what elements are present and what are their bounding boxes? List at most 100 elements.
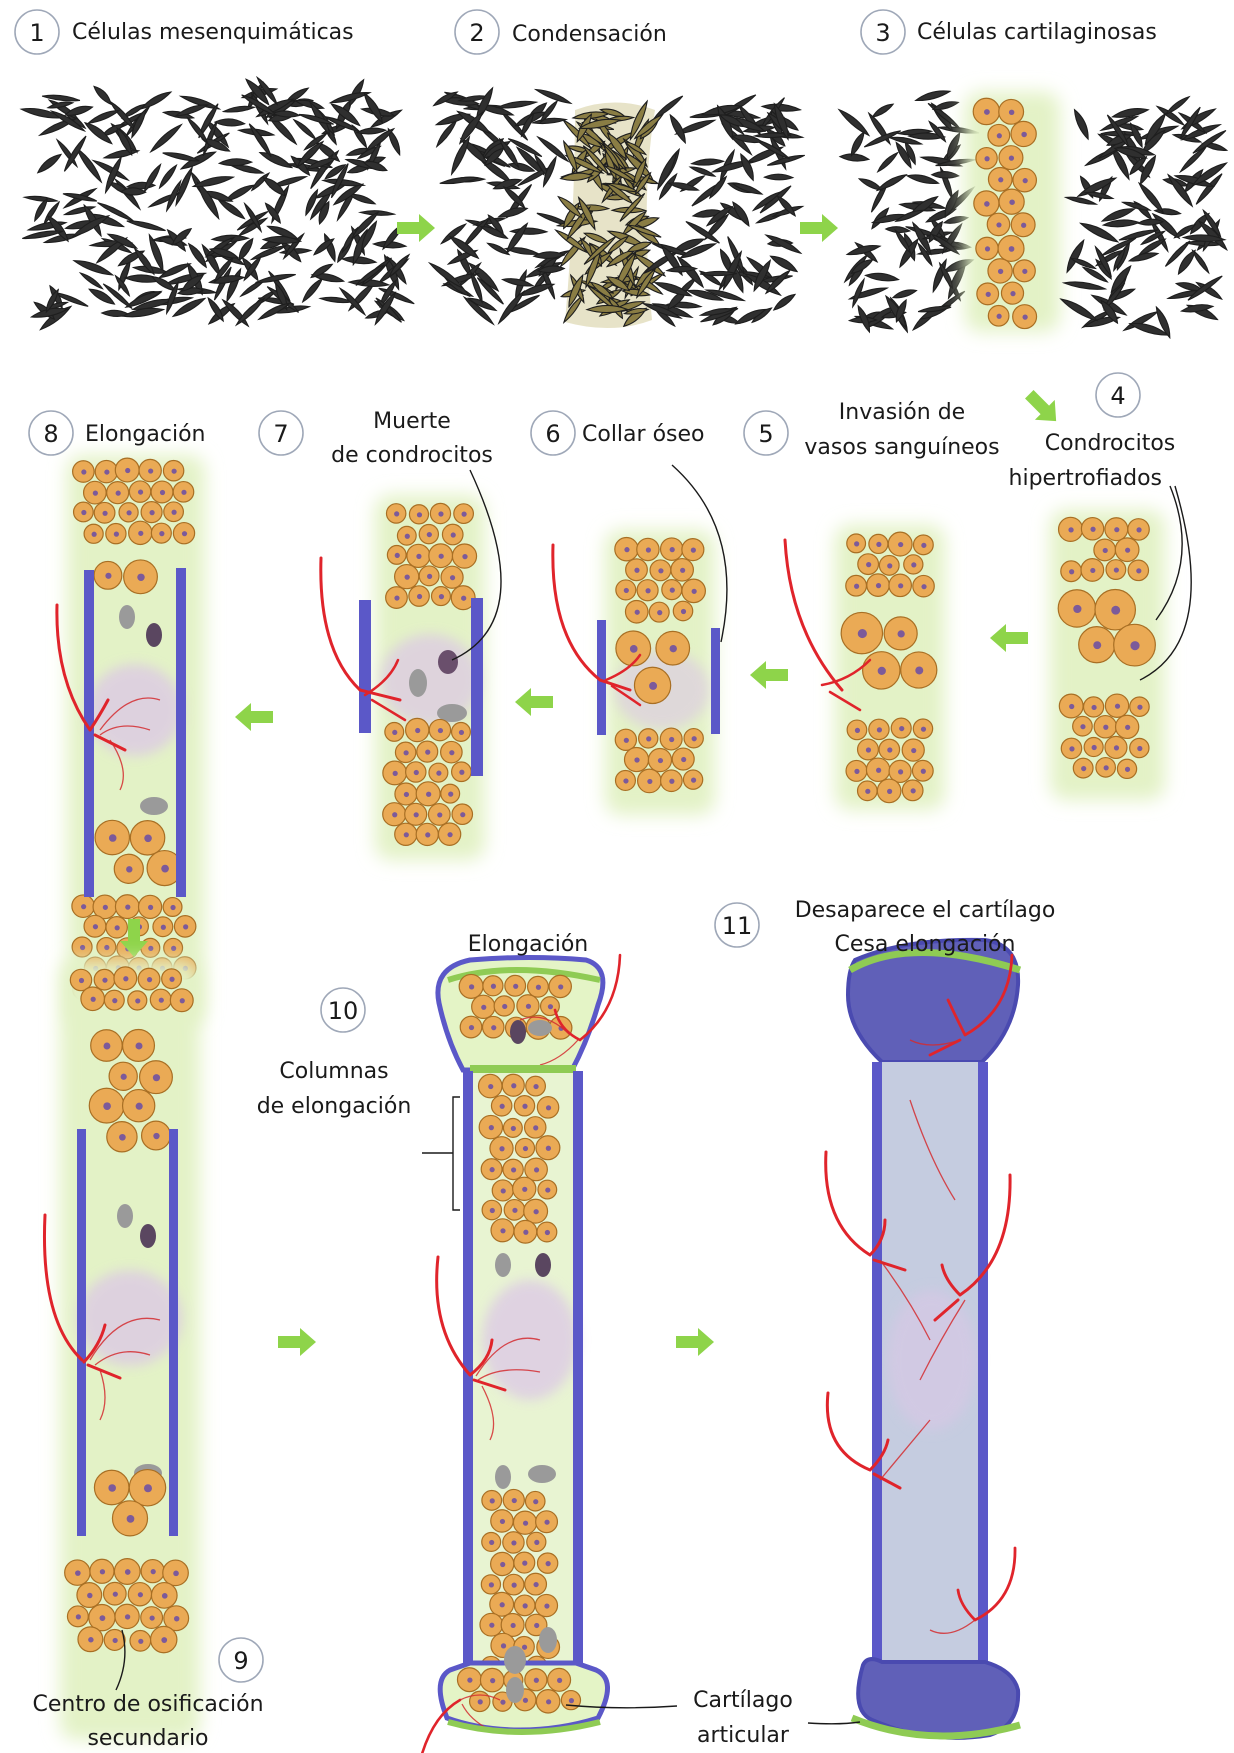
chondrocyte-nucleus bbox=[1136, 527, 1141, 532]
mesenchymal-cell bbox=[1063, 280, 1105, 292]
chondrocyte-nucleus bbox=[136, 1103, 143, 1110]
chondrocyte-nucleus bbox=[451, 532, 456, 537]
step-11-bone-collar-left bbox=[872, 1062, 882, 1717]
step-7-bone-collar-left bbox=[359, 600, 371, 733]
mesenchymal-cell bbox=[357, 127, 386, 135]
chondrocyte-nucleus bbox=[854, 584, 859, 589]
chondrocyte-nucleus bbox=[75, 1570, 81, 1576]
chondrocyte-nucleus bbox=[1092, 745, 1097, 750]
chondrocyte-nucleus bbox=[898, 769, 903, 774]
chondrocyte-nucleus bbox=[171, 946, 176, 951]
chondrocyte-nucleus bbox=[647, 779, 652, 784]
chondrocyte-nucleus bbox=[489, 1623, 494, 1628]
mesenchymal-cell bbox=[149, 122, 184, 154]
chondrocyte-nucleus bbox=[100, 1615, 106, 1621]
chondrocyte-nucleus bbox=[91, 997, 96, 1002]
chondrocyte-nucleus bbox=[998, 269, 1003, 274]
step-10-dead-chondrocyte bbox=[504, 1646, 526, 1674]
chondrocyte-nucleus bbox=[436, 771, 441, 776]
chondrocyte-nucleus bbox=[533, 1125, 538, 1130]
chondrocyte-nucleus bbox=[1091, 705, 1096, 710]
mesenchymal-cell bbox=[535, 87, 572, 106]
mesenchymal-cell bbox=[915, 88, 951, 103]
step-5-label: 5 Invasión de vasos sanguíneos bbox=[744, 400, 1000, 460]
step-10-dead-chondrocyte bbox=[535, 1253, 551, 1277]
step-1-label: 1 Células mesenquimáticas bbox=[15, 10, 354, 54]
chondrocyte-nucleus bbox=[546, 1105, 551, 1110]
step-number: 1 bbox=[29, 19, 44, 47]
mesenchymal-cell bbox=[848, 130, 866, 157]
step-11-title-line2: Cesa elongación bbox=[835, 932, 1016, 957]
step-number: 10 bbox=[328, 997, 359, 1025]
chondrocyte-nucleus bbox=[501, 1643, 506, 1648]
chondrocyte-nucleus bbox=[1111, 606, 1120, 615]
step-8-title: Elongación bbox=[85, 422, 205, 447]
chondrocyte-nucleus bbox=[557, 1678, 562, 1683]
chondrocyte-nucleus bbox=[113, 1592, 118, 1597]
chondrocyte-nucleus bbox=[1073, 605, 1081, 613]
step-10-title-line1: Columnas bbox=[279, 1059, 388, 1084]
chondrocyte-nucleus bbox=[426, 792, 431, 797]
mesenchymal-cell bbox=[42, 93, 80, 102]
chondrocyte-nucleus bbox=[534, 1623, 539, 1628]
chondrocyte-nucleus bbox=[1103, 548, 1108, 553]
chondrocyte-nucleus bbox=[533, 1499, 538, 1504]
chondrocyte-nucleus bbox=[569, 1698, 574, 1703]
mesenchymal-cell bbox=[837, 107, 871, 138]
step-3-title: Células cartilaginosas bbox=[917, 20, 1157, 45]
chondrocyte-nucleus bbox=[523, 1698, 528, 1703]
chondrocyte-nucleus bbox=[986, 292, 991, 297]
chondrocyte-nucleus bbox=[854, 769, 859, 774]
chondrocyte-nucleus bbox=[680, 568, 685, 573]
mesenchymal-cell bbox=[35, 151, 62, 175]
chondrocyte-nucleus bbox=[523, 1146, 528, 1151]
chondrocyte-nucleus bbox=[691, 548, 696, 553]
step-10-dead-chondrocyte bbox=[528, 1020, 552, 1036]
step-7-label: 7 Muerte de condrocitos bbox=[259, 409, 493, 468]
chondrocyte-nucleus bbox=[522, 1187, 527, 1192]
chondrocyte-nucleus bbox=[513, 984, 518, 989]
chondrocyte-nucleus bbox=[657, 610, 662, 615]
chondrocyte-nucleus bbox=[499, 1146, 504, 1151]
mesenchymal-cell bbox=[293, 118, 318, 141]
process-arrow bbox=[397, 214, 435, 242]
chondrocyte-nucleus bbox=[1010, 291, 1015, 296]
chondrocyte-nucleus bbox=[115, 925, 120, 930]
chondrocyte-nucleus bbox=[478, 1699, 483, 1704]
chondrocyte-nucleus bbox=[865, 789, 870, 794]
step-10-bracket bbox=[422, 1097, 460, 1210]
step-number: 11 bbox=[722, 912, 753, 940]
chondrocyte-nucleus bbox=[502, 1004, 507, 1009]
chondrocyte-nucleus bbox=[635, 610, 640, 615]
chondrocyte-nucleus bbox=[161, 1637, 167, 1643]
step-6-cells-top bbox=[615, 537, 706, 623]
chondrocyte-nucleus bbox=[887, 563, 892, 568]
chondrocyte-nucleus bbox=[998, 177, 1003, 182]
step-10-bone-collar-left bbox=[463, 1071, 473, 1721]
mesenchymal-cell bbox=[1064, 238, 1087, 273]
chondrocyte-nucleus bbox=[81, 904, 86, 909]
chondrocyte-nucleus bbox=[866, 562, 871, 567]
chondrocyte-nucleus bbox=[489, 1582, 494, 1587]
chondrocyte-nucleus bbox=[427, 574, 432, 579]
chondrocyte-nucleus bbox=[1114, 567, 1119, 572]
chondrocyte-nucleus bbox=[159, 998, 164, 1003]
chondrocyte-nucleus bbox=[898, 542, 903, 547]
chondrocyte-nucleus bbox=[161, 925, 166, 930]
chondrocyte-nucleus bbox=[147, 977, 152, 982]
step-9-dead-chondrocyte bbox=[117, 1204, 133, 1228]
chondrocyte-nucleus bbox=[425, 750, 430, 755]
arrow-4-to-5 bbox=[990, 624, 1028, 652]
chondrocyte-nucleus bbox=[669, 779, 674, 784]
chondrocyte-nucleus bbox=[634, 568, 639, 573]
chondrocyte-nucleus bbox=[490, 1208, 495, 1213]
mesenchymal-cell bbox=[261, 174, 288, 198]
step-5-cells-top bbox=[846, 532, 935, 597]
chondrocyte-nucleus bbox=[1104, 765, 1109, 770]
chondrocyte-nucleus bbox=[144, 1484, 152, 1492]
chondrocyte-nucleus bbox=[125, 905, 130, 910]
chondrocyte-nucleus bbox=[511, 1083, 516, 1088]
chondrocyte-nucleus bbox=[984, 156, 989, 161]
chondrocyte-nucleus bbox=[522, 1561, 527, 1566]
chondrocyte-nucleus bbox=[548, 1004, 553, 1009]
